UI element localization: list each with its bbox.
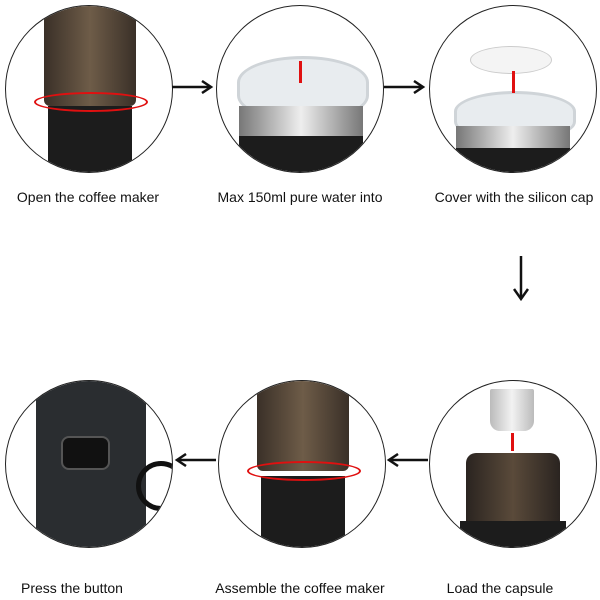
down-arrow-icon	[512, 71, 515, 93]
capsule	[490, 389, 534, 431]
water-tank	[44, 6, 136, 106]
step-4-image	[429, 380, 597, 548]
step-2-image	[216, 5, 384, 173]
machine-body	[48, 106, 132, 172]
down-arrow-icon	[513, 256, 529, 302]
right-arrow-icon	[172, 80, 214, 94]
power-button-icon[interactable]	[61, 436, 110, 470]
step-1-image	[5, 5, 173, 173]
step-3-caption: Cover with the silicon cap	[434, 189, 594, 205]
water-tank	[257, 381, 349, 471]
down-arrow-icon	[299, 61, 302, 83]
left-arrow-icon	[174, 453, 216, 467]
step-5-caption: Assemble the coffee maker	[215, 580, 385, 596]
step-1-caption: Open the coffee maker	[16, 189, 160, 205]
machine-body	[261, 476, 345, 547]
machine-body	[239, 136, 363, 172]
step-4-caption: Load the capsule	[446, 580, 554, 596]
steel-ring	[239, 106, 363, 136]
machine-base	[460, 521, 566, 547]
rotate-arrow-icon	[247, 461, 361, 481]
step-3-image	[429, 5, 597, 173]
steel-ring	[456, 126, 570, 148]
step-6-caption: Press the button	[21, 580, 123, 596]
right-arrow-icon	[384, 80, 426, 94]
down-arrow-icon	[511, 433, 514, 451]
left-arrow-icon	[386, 453, 428, 467]
silicon-cap	[470, 46, 552, 74]
step-5-image	[218, 380, 386, 548]
step-6-image	[5, 380, 173, 548]
cable	[136, 461, 172, 511]
step-2-caption: Max 150ml pure water into	[217, 189, 383, 205]
rotate-arrow-icon	[34, 92, 148, 112]
machine-body	[456, 148, 570, 172]
capsule-holder	[466, 453, 560, 533]
